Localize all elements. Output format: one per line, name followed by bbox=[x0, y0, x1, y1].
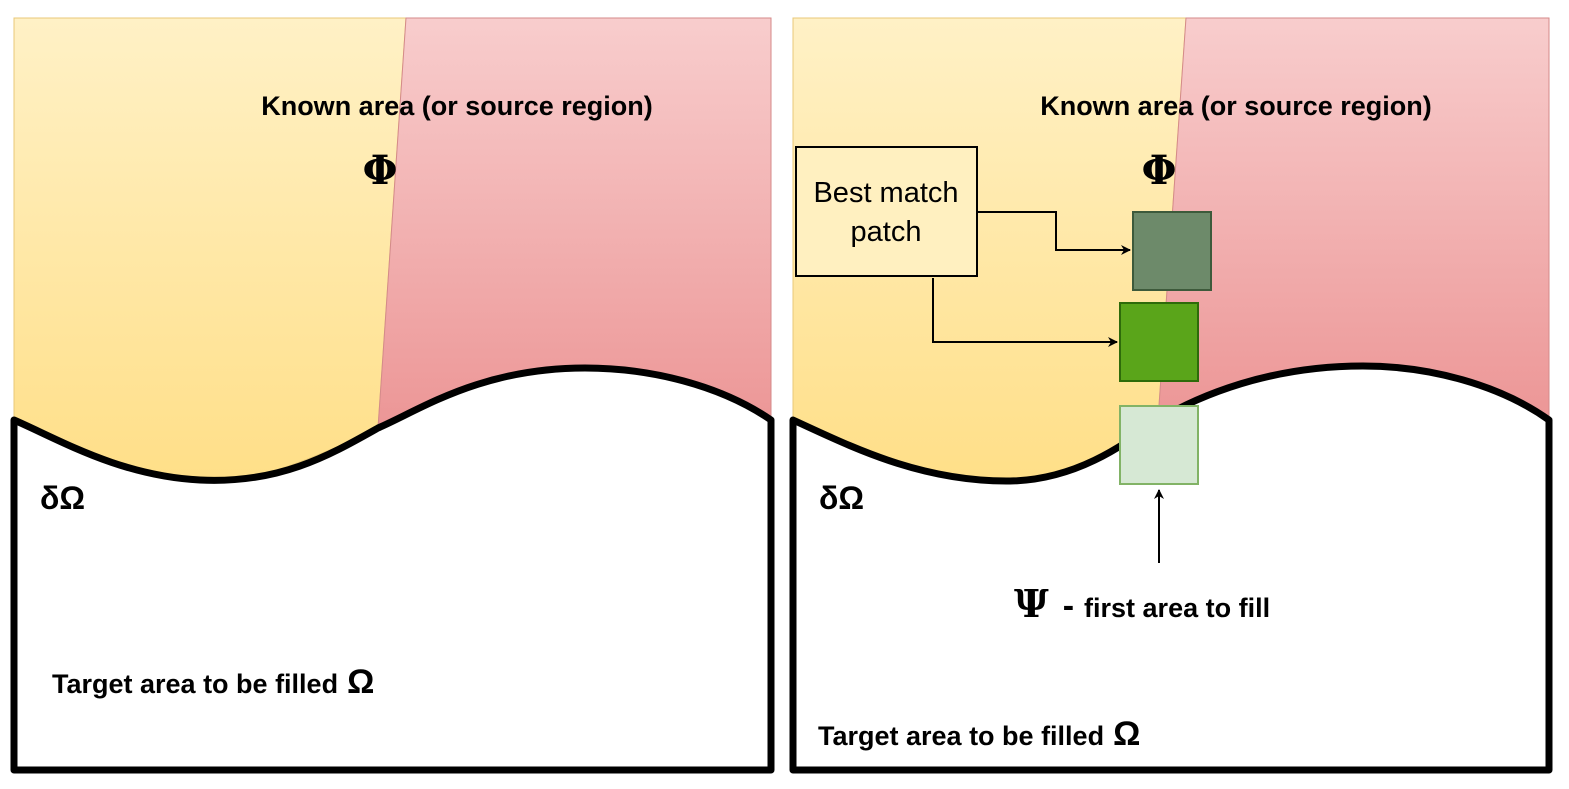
left-target-area bbox=[10, 364, 775, 774]
psi-caption: Ψ-first area to fill bbox=[1014, 581, 1270, 626]
right-phi-symbol: Φ bbox=[1142, 147, 1177, 194]
arrow-to-dark-patch bbox=[978, 211, 1131, 255]
left-known-area-yellow bbox=[13, 17, 407, 481]
right-known-area-label: Known area (or source region) bbox=[1040, 91, 1432, 121]
left-boundary-label: δΩ bbox=[40, 480, 85, 516]
right-target-label: Target area to be filled Ω bbox=[818, 715, 1140, 753]
psi-caption-text: first area to fill bbox=[1084, 593, 1270, 623]
best-patch-dark bbox=[1132, 211, 1212, 291]
right-known-area-red bbox=[1157, 17, 1550, 421]
psi-dash: - bbox=[1063, 587, 1074, 625]
best-patch-green bbox=[1119, 302, 1199, 382]
left-target-text: Target area to be filled bbox=[52, 669, 338, 699]
best-match-label-line1: Best match bbox=[813, 177, 958, 209]
left-omega-symbol: Ω bbox=[347, 663, 374, 701]
right-target-text: Target area to be filled bbox=[818, 721, 1104, 751]
right-boundary-label: δΩ bbox=[819, 480, 864, 516]
right-panel: Known area (or source region) Φ Best mat… bbox=[789, 17, 1553, 774]
right-omega-symbol: Ω bbox=[1113, 715, 1140, 753]
best-match-box bbox=[795, 146, 978, 277]
left-phi-symbol: Φ bbox=[363, 147, 398, 194]
left-target-label: Target area to be filled Ω bbox=[52, 663, 374, 701]
first-fill-patch bbox=[1119, 405, 1199, 485]
left-known-area-label: Known area (or source region) bbox=[261, 91, 653, 121]
arrow-to-green-patch bbox=[932, 278, 1118, 347]
best-match-label-line2: patch bbox=[851, 216, 922, 248]
left-panel: Known area (or source region) Φ δΩ Targe… bbox=[10, 17, 775, 774]
psi-symbol: Ψ bbox=[1014, 581, 1049, 626]
